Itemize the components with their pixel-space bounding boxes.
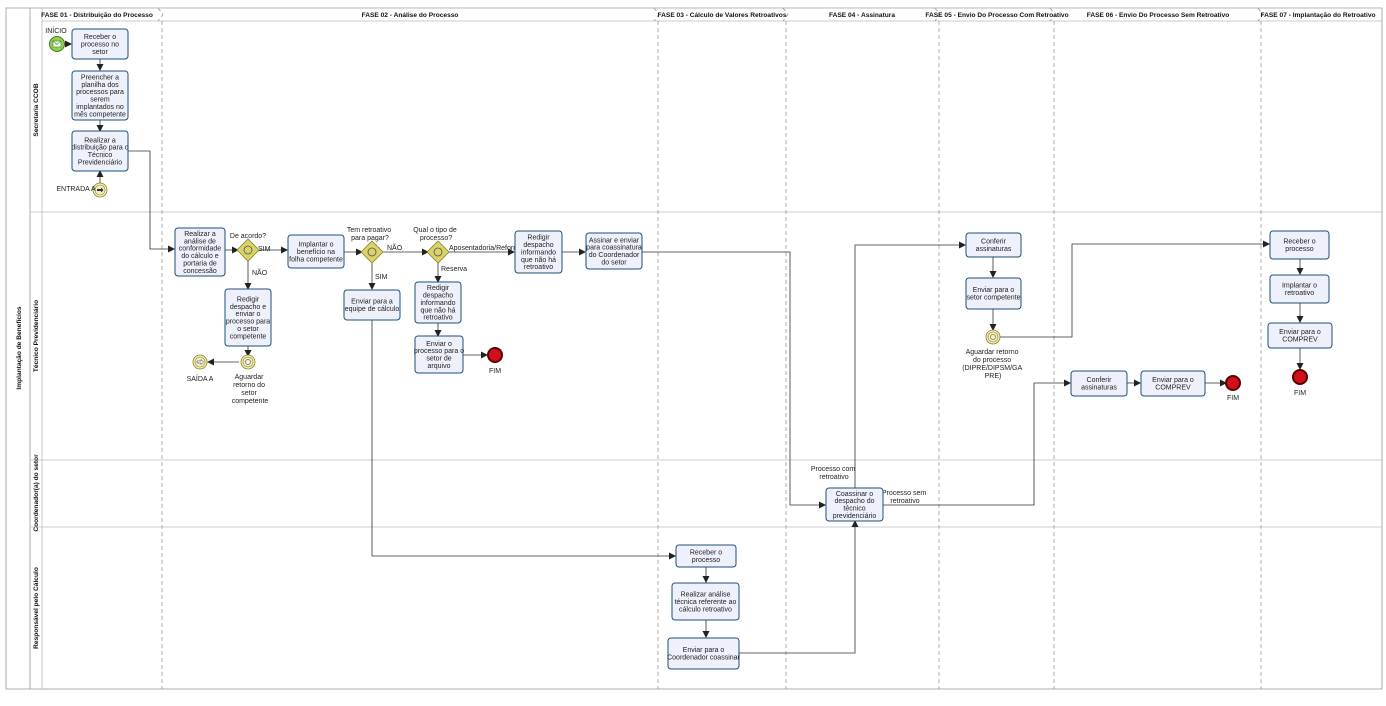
- gateway-label-tem-retroativo: Tem retroativo para pagar?: [347, 227, 393, 242]
- pool-title: Implantação de Benefícios: [16, 306, 23, 390]
- link-catch-label: ENTRADA A: [56, 186, 96, 193]
- end-event-label-3: FIM: [1294, 390, 1306, 397]
- flow-label-nao-1: NÃO: [252, 268, 268, 277]
- phase-label-f5: FASE 05 - Envio Do Processo Com Retroati…: [925, 12, 1068, 19]
- gateway-tem-retroativo[interactable]: [360, 240, 384, 264]
- flow-label-reserva: Reserva: [441, 266, 467, 273]
- lane-label-secretaria: Secretaria CCOB: [33, 83, 40, 136]
- phase-label-f1: FASE 01 - Distribuição do Processo: [41, 12, 153, 19]
- flow-label-sim-1: SIM: [258, 246, 271, 253]
- lane-label-tecnico: Técnico Previdenciário: [33, 300, 40, 372]
- intermediate-event-label-1: Aguardar retorno do setor competente: [232, 374, 269, 405]
- phase-label-f6: FASE 06 - Envio Do Processo Sem Retroati…: [1087, 12, 1230, 19]
- gateway-de-acordo[interactable]: [236, 238, 260, 262]
- end-event-2[interactable]: [1225, 375, 1241, 391]
- lane-label-responsavel: Responsável pelo Cálculo: [33, 567, 40, 649]
- intermediate-event-aguardar-2[interactable]: [985, 329, 1001, 345]
- start-event[interactable]: [49, 36, 65, 52]
- start-event-label: INÍCIO: [45, 26, 67, 35]
- flow-label-sim-2: SIM: [375, 274, 388, 281]
- flow-label-aposentadoria: Aposentadoria/Reforma: [449, 245, 523, 252]
- gateway-label-de-acordo: De acordo?: [230, 233, 266, 240]
- link-throw-event-saida-a[interactable]: [192, 354, 208, 370]
- sequence-flows: [65, 40, 1304, 654]
- flow-label-nao-2: NÃO: [387, 243, 403, 252]
- flow-label-com-retro: Processo com retroativo: [811, 466, 857, 481]
- end-event-label-2: FIM: [1227, 395, 1239, 402]
- end-event-label-1: FIM: [489, 368, 501, 375]
- end-event-3[interactable]: [1292, 369, 1308, 385]
- phase-label-f2: FASE 02 - Análise do Processo: [362, 12, 459, 19]
- intermediate-event-aguardar-1[interactable]: [240, 354, 256, 370]
- link-throw-label: SAÍDA A: [187, 374, 214, 383]
- phase-separators: [157, 7, 1264, 689]
- phase-label-f7: FASE 07 - Implantação do Retroativo: [1260, 12, 1375, 19]
- gateway-tipo-processo[interactable]: [426, 240, 450, 264]
- phase-label-f3: FASE 03 - Cálculo de Valores Retroativos: [658, 12, 787, 19]
- link-catch-event-entrada-a[interactable]: [92, 182, 108, 198]
- gateway-label-tipo-processo: Qual o tipo de processo?: [413, 227, 459, 242]
- lane-label-coordenador: Coordenador(a) do setor: [33, 454, 40, 532]
- intermediate-event-label-2: Aguardar retorno do processo (DIPRE/DIPS…: [962, 349, 1023, 380]
- end-event-1[interactable]: [487, 347, 503, 363]
- phase-header-frame: [42, 7, 1382, 22]
- phase-label-f4: FASE 04 - Assinatura: [829, 12, 895, 19]
- flow-label-sem-retro: Processo sem retroativo: [882, 490, 928, 505]
